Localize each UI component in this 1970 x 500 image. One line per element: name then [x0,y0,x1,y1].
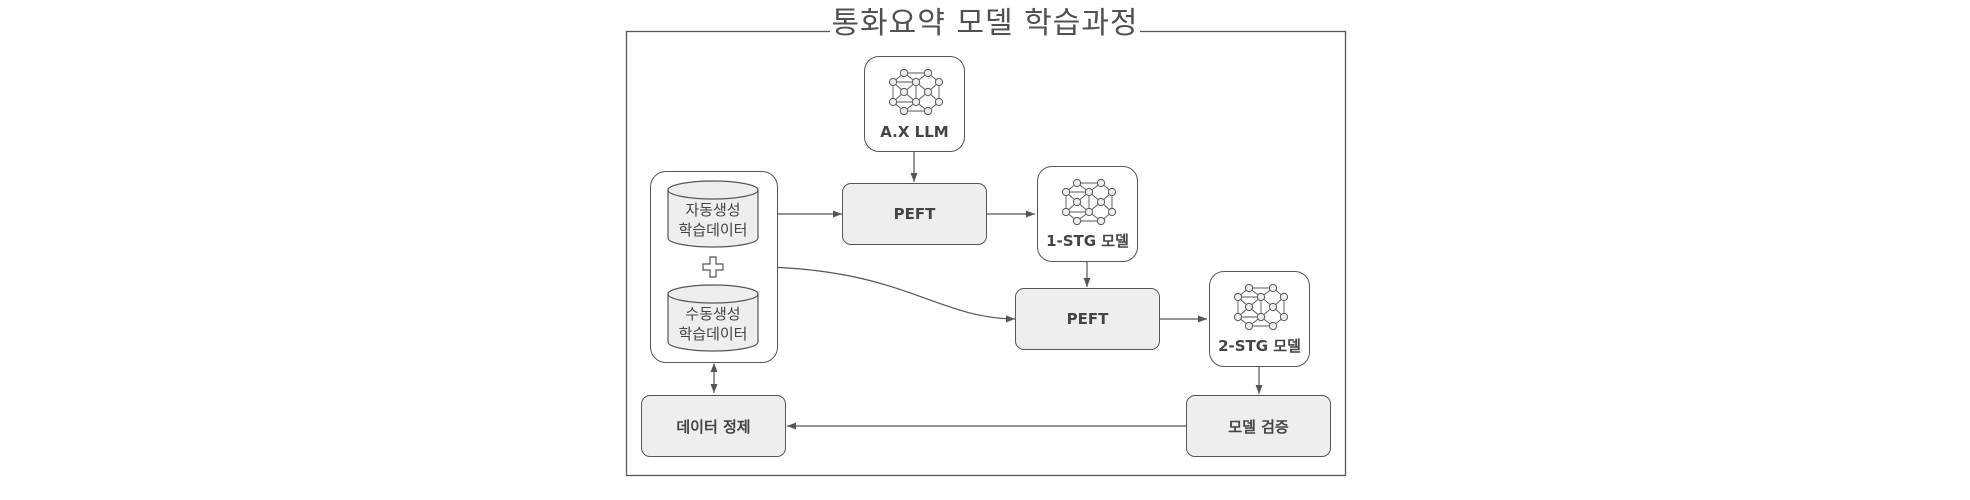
neural-network-icon [1061,179,1117,225]
database-icon [667,284,759,352]
nn-node [1244,321,1254,330]
nn-node [1072,197,1082,207]
nn-node [899,87,909,97]
model-validation-step: 모델 검증 [1186,395,1331,457]
stage1-model-node: 1-STG 모델 [1037,166,1138,262]
nn-node [923,106,933,115]
database-icon [667,180,759,248]
nn-node [1233,312,1243,322]
nn-node [911,97,921,107]
nn-node [1107,187,1117,197]
nn-node [1279,312,1289,322]
nn-node [1268,321,1278,330]
neural-network-icon [1233,284,1289,330]
base-llm-node: A.X LLM [864,56,965,152]
nn-node [1096,197,1106,207]
nn-node [934,77,944,87]
nn-node [1072,216,1082,225]
arrow-combined-data-to-peft2 [725,266,1016,323]
peft-step-2: PEFT [1015,288,1160,350]
nn-node [1279,292,1289,302]
nn-node [1061,187,1071,197]
nn-node [1096,179,1106,188]
peft-step-1: PEFT [842,183,987,245]
nn-node [1096,216,1106,225]
auto-data-label-line1: 자동생성 [685,201,741,219]
nn-node [1256,292,1266,302]
neural-network-icon [888,69,944,115]
nn-node [1084,207,1094,217]
manual-data-cylinder: 수동생성 학습데이터 [667,284,759,352]
data-cleaning-step: 데이터 정제 [641,395,786,457]
stage2-model-node: 2-STG 모델 [1209,271,1310,367]
nn-node [1256,312,1266,322]
auto-data-cylinder: 자동생성 학습데이터 [667,180,759,248]
stage2-model-label: 2-STG 모델 [1218,337,1301,355]
plus-icon [702,256,724,278]
diagram-title: 통화요약 모델 학습과정 [830,4,1140,44]
manual-data-label-line2: 학습데이터 [678,325,748,343]
nn-node [888,97,898,107]
nn-node [934,97,944,107]
nn-node [899,106,909,115]
base-llm-label: A.X LLM [880,123,949,141]
nn-node [1061,207,1071,217]
nn-node [1084,187,1094,197]
nn-node [911,77,921,87]
nn-node [923,87,933,97]
stage1-model-label: 1-STG 모델 [1046,232,1129,250]
nn-node [1244,302,1254,312]
auto-data-label-line2: 학습데이터 [678,221,748,239]
nn-node [899,69,909,78]
nn-node [888,77,898,87]
nn-node [1244,284,1254,293]
nn-node [1072,179,1082,188]
manual-data-label-line1: 수동생성 [685,305,741,323]
nn-node [1233,292,1243,302]
nn-node [923,69,933,78]
nn-node [1268,302,1278,312]
nn-node [1107,207,1117,217]
nn-node [1268,284,1278,293]
